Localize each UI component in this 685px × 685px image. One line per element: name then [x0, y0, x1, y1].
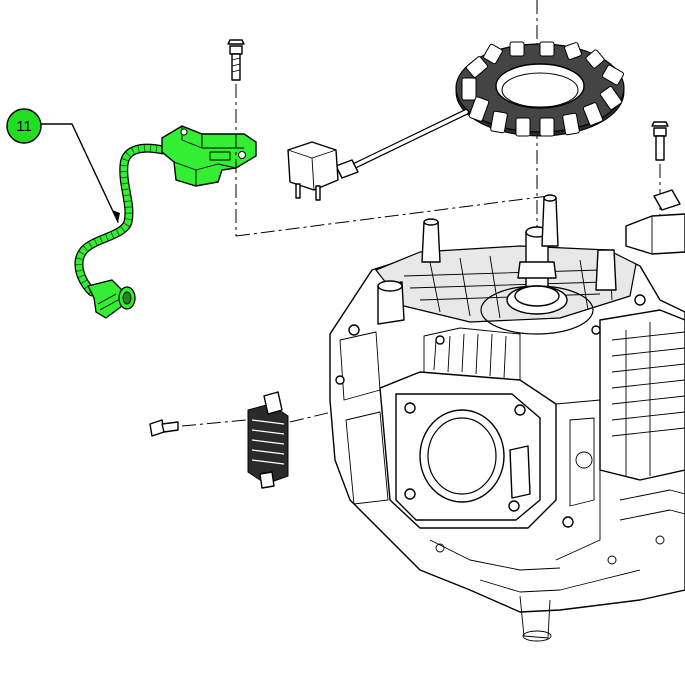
assembly-dashline-coil	[235, 84, 549, 237]
callout-label: 11	[16, 118, 32, 135]
ignition-coil[interactable]	[74, 125, 257, 319]
cylinder-head	[379, 327, 557, 529]
engine-block	[329, 194, 685, 642]
stator-wire-connector	[287, 109, 469, 201]
bolt-right	[651, 121, 669, 161]
stator	[455, 41, 625, 137]
regulator-bolt	[149, 419, 179, 437]
callout-11[interactable]: 11	[6, 108, 120, 223]
voltage-regulator	[247, 391, 289, 489]
bolt-top	[227, 39, 245, 81]
side-connector	[625, 189, 685, 255]
block-bolts	[335, 294, 646, 528]
mounting-posts	[377, 194, 617, 325]
crankcase-details	[339, 331, 685, 642]
right-cylinder	[599, 309, 685, 481]
